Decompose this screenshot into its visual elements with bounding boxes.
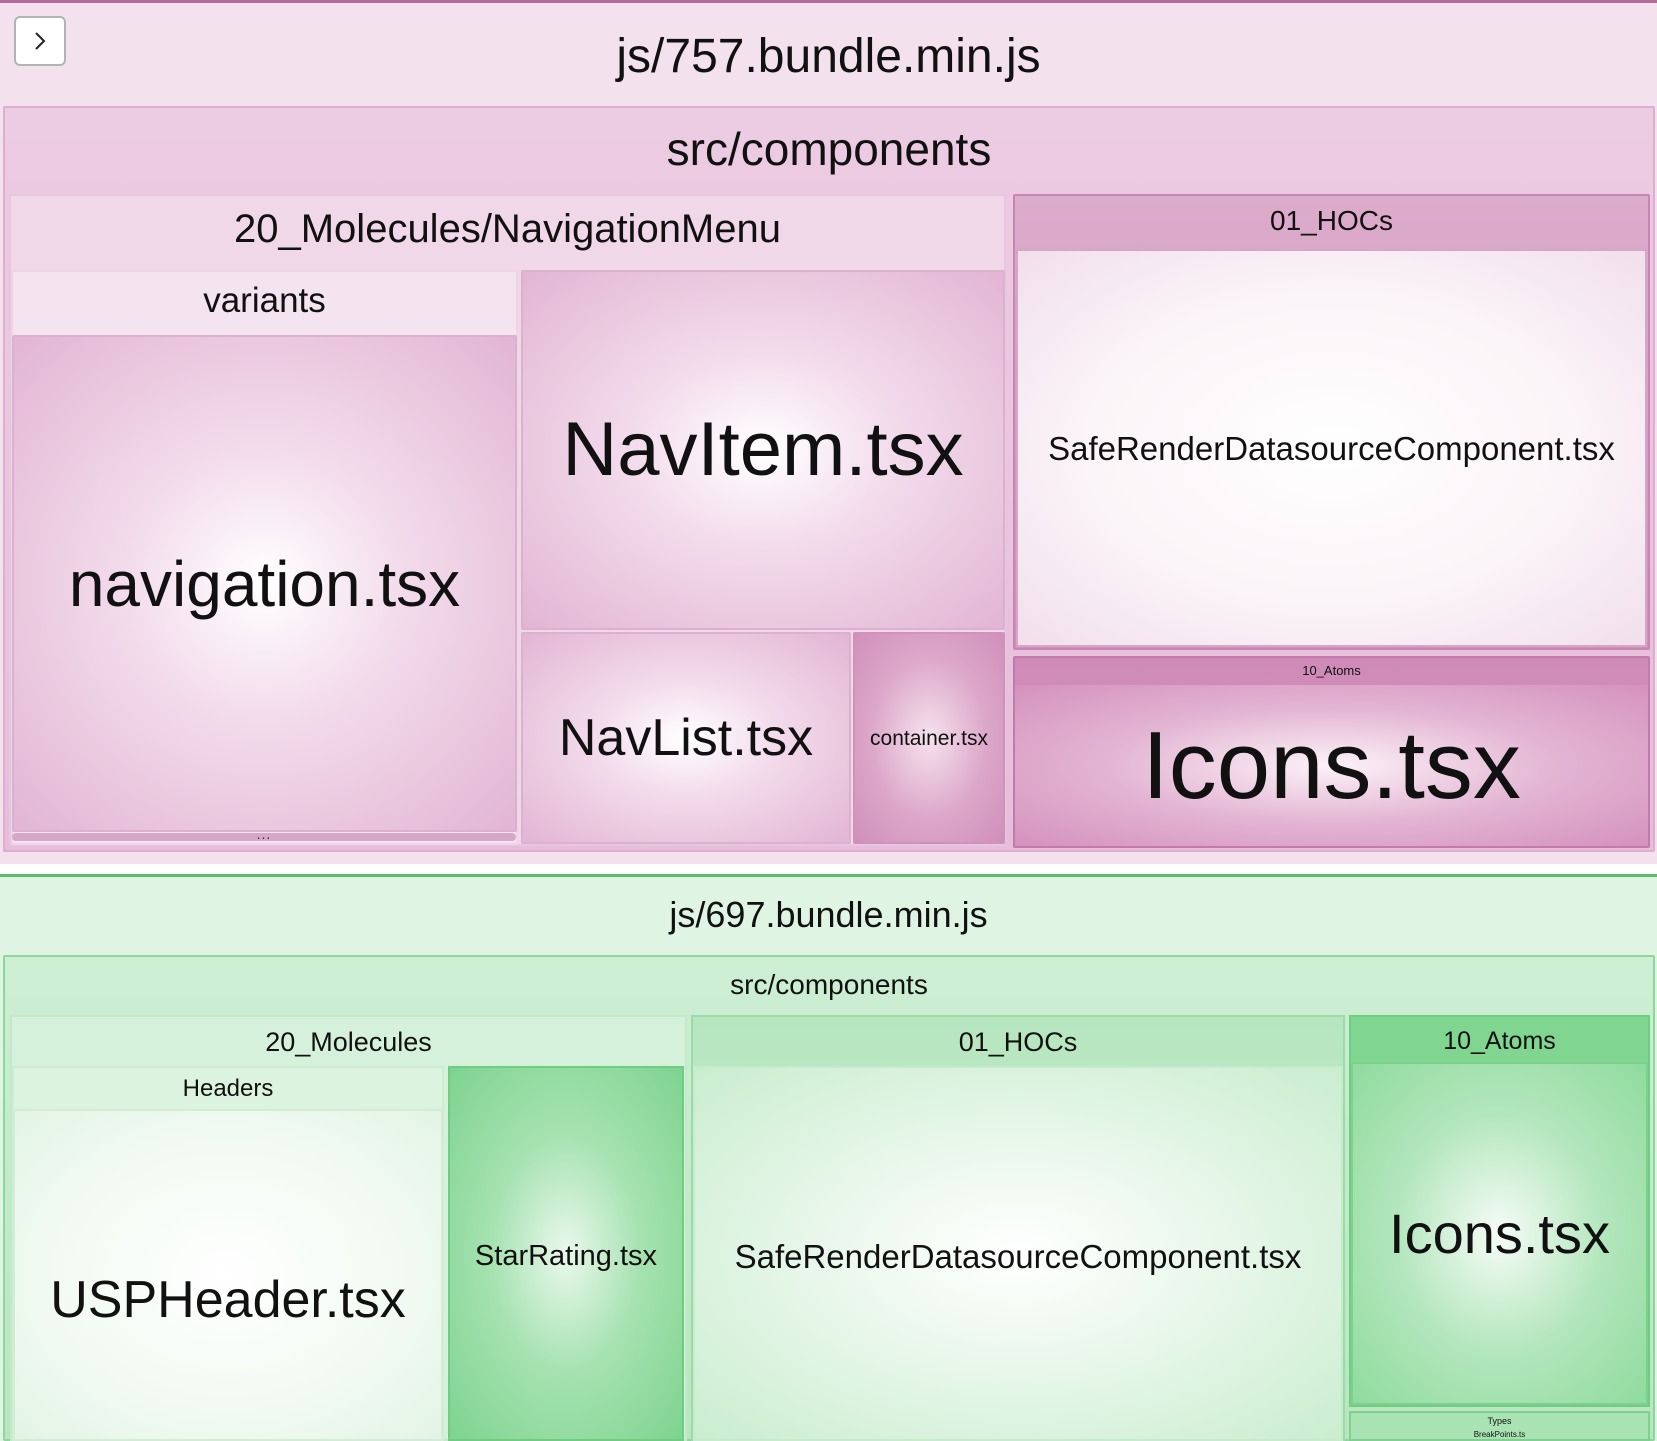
folder-atoms-label: 10_Atoms — [1302, 663, 1361, 678]
file-saferender-tsx-697[interactable]: SafeRenderDatasourceComponent.tsx — [693, 1066, 1343, 1441]
file-navitem-tsx-label: NavItem.tsx — [562, 407, 964, 492]
bundle-757-title: js/757.bundle.min.js — [616, 30, 1041, 83]
folder-navigation-menu-label: 20_Molecules/NavigationMenu — [234, 207, 781, 251]
folder-types-label: Types — [1487, 1416, 1512, 1426]
sidebar-toggle-button[interactable] — [14, 16, 66, 66]
file-navitem-tsx[interactable]: NavItem.tsx — [521, 270, 1005, 630]
file-container-tsx[interactable]: container.tsx — [853, 632, 1005, 844]
file-icons-tsx-label: Icons.tsx — [1142, 711, 1521, 819]
variants-overflow-strip[interactable]: ... — [12, 826, 516, 842]
file-navigation-tsx-label: navigation.tsx — [68, 547, 461, 620]
folder-atoms-label: 10_Atoms — [1443, 1027, 1556, 1055]
file-icons-tsx-label: Icons.tsx — [1389, 1201, 1610, 1265]
folder-variants-label: variants — [203, 281, 326, 320]
file-uspheader-tsx[interactable]: USPHeader.tsx — [13, 1109, 443, 1441]
file-saferender-tsx-757[interactable]: SafeRenderDatasourceComponent.tsx — [1016, 249, 1647, 647]
file-saferender-tsx-label: SafeRenderDatasourceComponent.tsx — [734, 1238, 1302, 1275]
file-icons-tsx-697[interactable]: Icons.tsx — [1351, 1062, 1648, 1405]
file-icons-tsx-757[interactable]: Icons.tsx — [1015, 685, 1648, 846]
folder-src-components-label: src/components — [666, 123, 992, 175]
folder-types[interactable]: Types BreakPoints.ts — [1349, 1411, 1650, 1441]
bundle-697-title: js/697.bundle.min.js — [669, 894, 988, 935]
folder-molecules-label: 20_Molecules — [265, 1027, 432, 1057]
folder-hocs-label: 01_HOCs — [958, 1027, 1078, 1057]
file-uspheader-tsx-label: USPHeader.tsx — [50, 1271, 406, 1329]
chevron-right-icon — [35, 32, 46, 50]
overflow-dots: ... — [256, 826, 272, 842]
file-breakpoints-ts-label: BreakPoints.ts — [1473, 1430, 1526, 1439]
file-navlist-tsx[interactable]: NavList.tsx — [521, 632, 851, 844]
file-starrating-tsx[interactable]: StarRating.tsx — [448, 1066, 684, 1441]
folder-hocs-label: 01_HOCs — [1270, 205, 1393, 236]
file-starrating-tsx-label: StarRating.tsx — [474, 1240, 658, 1272]
folder-src-components-label: src/components — [730, 969, 928, 1000]
file-navlist-tsx-label: NavList.tsx — [558, 709, 814, 767]
file-navigation-tsx[interactable]: navigation.tsx — [12, 335, 517, 832]
folder-headers-label: Headers — [182, 1075, 274, 1102]
file-saferender-tsx-label: SafeRenderDatasourceComponent.tsx — [1048, 429, 1615, 467]
file-container-tsx-label: container.tsx — [870, 726, 988, 750]
